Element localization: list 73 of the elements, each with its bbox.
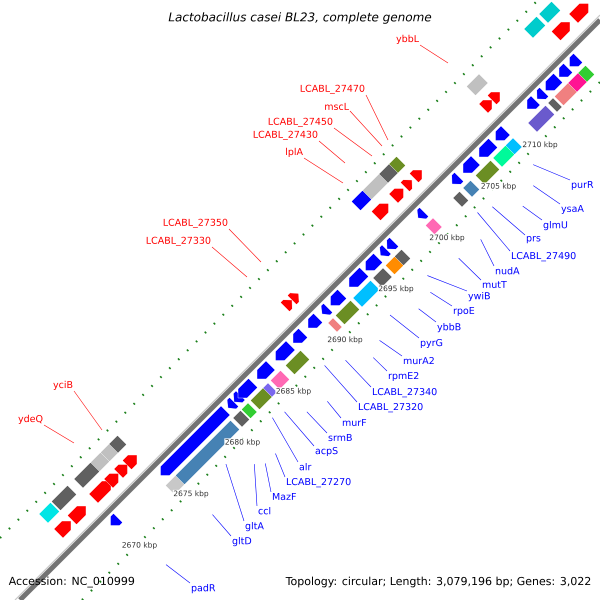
gene-label: mscL bbox=[325, 102, 349, 110]
leader-line bbox=[272, 417, 298, 462]
leader-line bbox=[306, 412, 328, 434]
gene-label: prs bbox=[526, 236, 540, 244]
gene-label: LCABL_27270 bbox=[286, 478, 351, 488]
leader-line bbox=[284, 411, 314, 446]
gene-label: srmB bbox=[328, 434, 352, 442]
leader-line bbox=[318, 140, 346, 164]
gene-label: rpoE bbox=[454, 307, 474, 316]
gene-label: murA2 bbox=[404, 357, 434, 364]
gene-label: nudA bbox=[496, 267, 520, 274]
leader-line bbox=[522, 206, 542, 220]
title: Lactobacillus casei BL23, complete genome bbox=[168, 12, 432, 24]
leader-line bbox=[492, 206, 526, 236]
leader-line bbox=[166, 564, 190, 584]
gene-label: LCABL_27320 bbox=[358, 403, 423, 412]
footer-text: Topology: circular; Length: 3,079,196 bp; Genes: 3,022 bbox=[286, 576, 590, 588]
gene-label: alr bbox=[300, 463, 312, 470]
leader-line bbox=[345, 360, 372, 388]
gene-label: yciB bbox=[53, 380, 72, 390]
gene-label: gltD bbox=[232, 537, 252, 546]
leader-line bbox=[532, 164, 570, 180]
gene-label: ccl bbox=[258, 507, 270, 514]
leader-line bbox=[350, 110, 382, 146]
leader-line bbox=[44, 424, 74, 444]
gene-label: LCABL_27450 bbox=[268, 118, 332, 127]
gene-label: LCABL_27490 bbox=[512, 252, 576, 262]
leader-line bbox=[418, 308, 436, 322]
gene-label: LCABL_27350 bbox=[164, 218, 228, 228]
gene-label: purR bbox=[572, 181, 594, 190]
gene-label: mutT bbox=[482, 281, 507, 288]
gene-label: rpmE2 bbox=[388, 372, 418, 382]
gene-label: LCABL_27470 bbox=[300, 84, 364, 94]
leader-line bbox=[427, 275, 468, 292]
leader-line bbox=[372, 357, 388, 372]
gene-label: glmU bbox=[544, 221, 568, 230]
leader-line bbox=[532, 185, 560, 204]
leader-line bbox=[226, 464, 244, 522]
leader-line bbox=[74, 390, 102, 430]
leader-line bbox=[324, 365, 358, 402]
leader-line bbox=[264, 463, 272, 492]
leader-line bbox=[334, 128, 372, 156]
gene-label: pyrG bbox=[420, 339, 442, 348]
footer-text: Accession: NC_010999 bbox=[8, 576, 134, 588]
gene-label: LCABL_27430 bbox=[254, 130, 318, 140]
gene-label: MazF bbox=[272, 493, 296, 500]
leader-line bbox=[390, 314, 420, 338]
gene-label: LCABL_27340 bbox=[372, 388, 437, 398]
leader-line bbox=[327, 401, 342, 418]
gene-label: acpS bbox=[316, 447, 338, 456]
gene-label: ysaA bbox=[561, 205, 584, 214]
gene-label: lplA bbox=[286, 148, 303, 157]
gene-label: ywiB bbox=[468, 292, 490, 302]
gene-label: padR bbox=[192, 584, 216, 594]
leader-line bbox=[212, 514, 232, 536]
leader-line bbox=[458, 258, 482, 280]
gene-label: LCABL_27330 bbox=[146, 236, 210, 246]
gene-label: ybbL bbox=[396, 34, 419, 44]
leader-line bbox=[480, 239, 494, 266]
gene-label: ydeQ bbox=[18, 414, 42, 424]
leader-line bbox=[477, 212, 510, 252]
leader-line bbox=[275, 453, 286, 478]
leader-line bbox=[228, 228, 262, 262]
gene-label: murF bbox=[342, 419, 366, 426]
leader-line bbox=[379, 340, 402, 356]
gene-label: gltA bbox=[246, 522, 264, 532]
leader-line bbox=[304, 158, 344, 184]
leader-line bbox=[420, 44, 448, 64]
leader-line bbox=[212, 246, 248, 278]
leader-line bbox=[430, 292, 452, 306]
gene-label: ybbB bbox=[437, 323, 461, 332]
leader-line bbox=[254, 464, 258, 506]
leader-line bbox=[366, 94, 388, 140]
